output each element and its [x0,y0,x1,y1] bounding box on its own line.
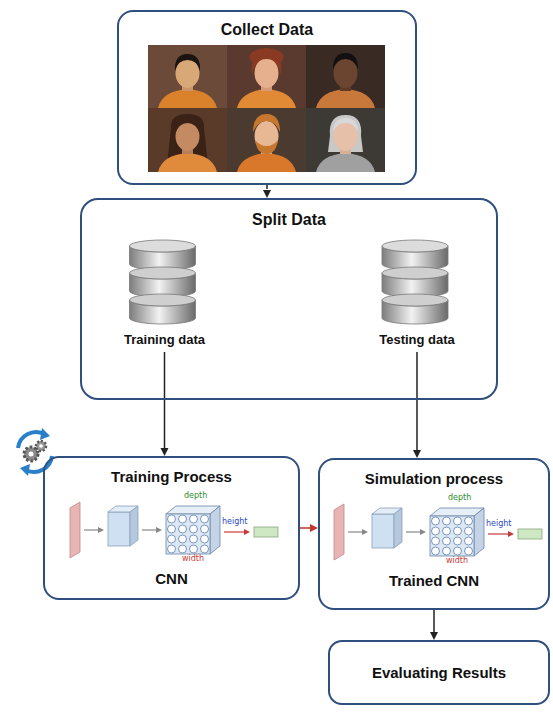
flow-arrow [161,352,169,456]
cnn-illustration [70,502,278,558]
dimension-label: height [486,520,512,528]
flow-arrow [430,610,438,640]
box-title: Training data [124,332,205,348]
flow-arrow [413,352,421,458]
box-title: Evaluating Results [372,664,506,682]
flow-arrow [263,185,271,198]
box-title: Simulation process [365,470,503,488]
dimension-label: depth [184,492,207,500]
process-box: Training ProcessCNN [43,456,300,600]
database-icon [130,240,196,324]
database-icon [382,240,448,324]
face-photos [148,45,385,172]
dimension-label: height [222,518,248,526]
cnn-illustration [334,504,542,560]
box-text: Trained CNN [389,572,479,590]
gear-icon [18,428,52,476]
box-title: Collect Data [221,20,313,39]
box-title: Split Data [252,210,326,229]
process-box: Simulation processTrained CNN [318,458,550,610]
process-box: Collect Data [117,10,417,185]
database-node: Training data [112,237,217,352]
box-title: Training Process [111,468,232,486]
database-node: Testing data [362,237,472,352]
dimension-label: width [446,557,468,565]
process-box: Evaluating Results [328,640,550,705]
box-text: CNN [155,570,188,588]
dimension-label: depth [448,494,471,502]
process-box: Split DataTraining data Testing data [80,198,498,400]
box-title: Testing data [379,332,455,348]
dimension-label: width [182,555,204,563]
flow-arrow [300,524,318,532]
